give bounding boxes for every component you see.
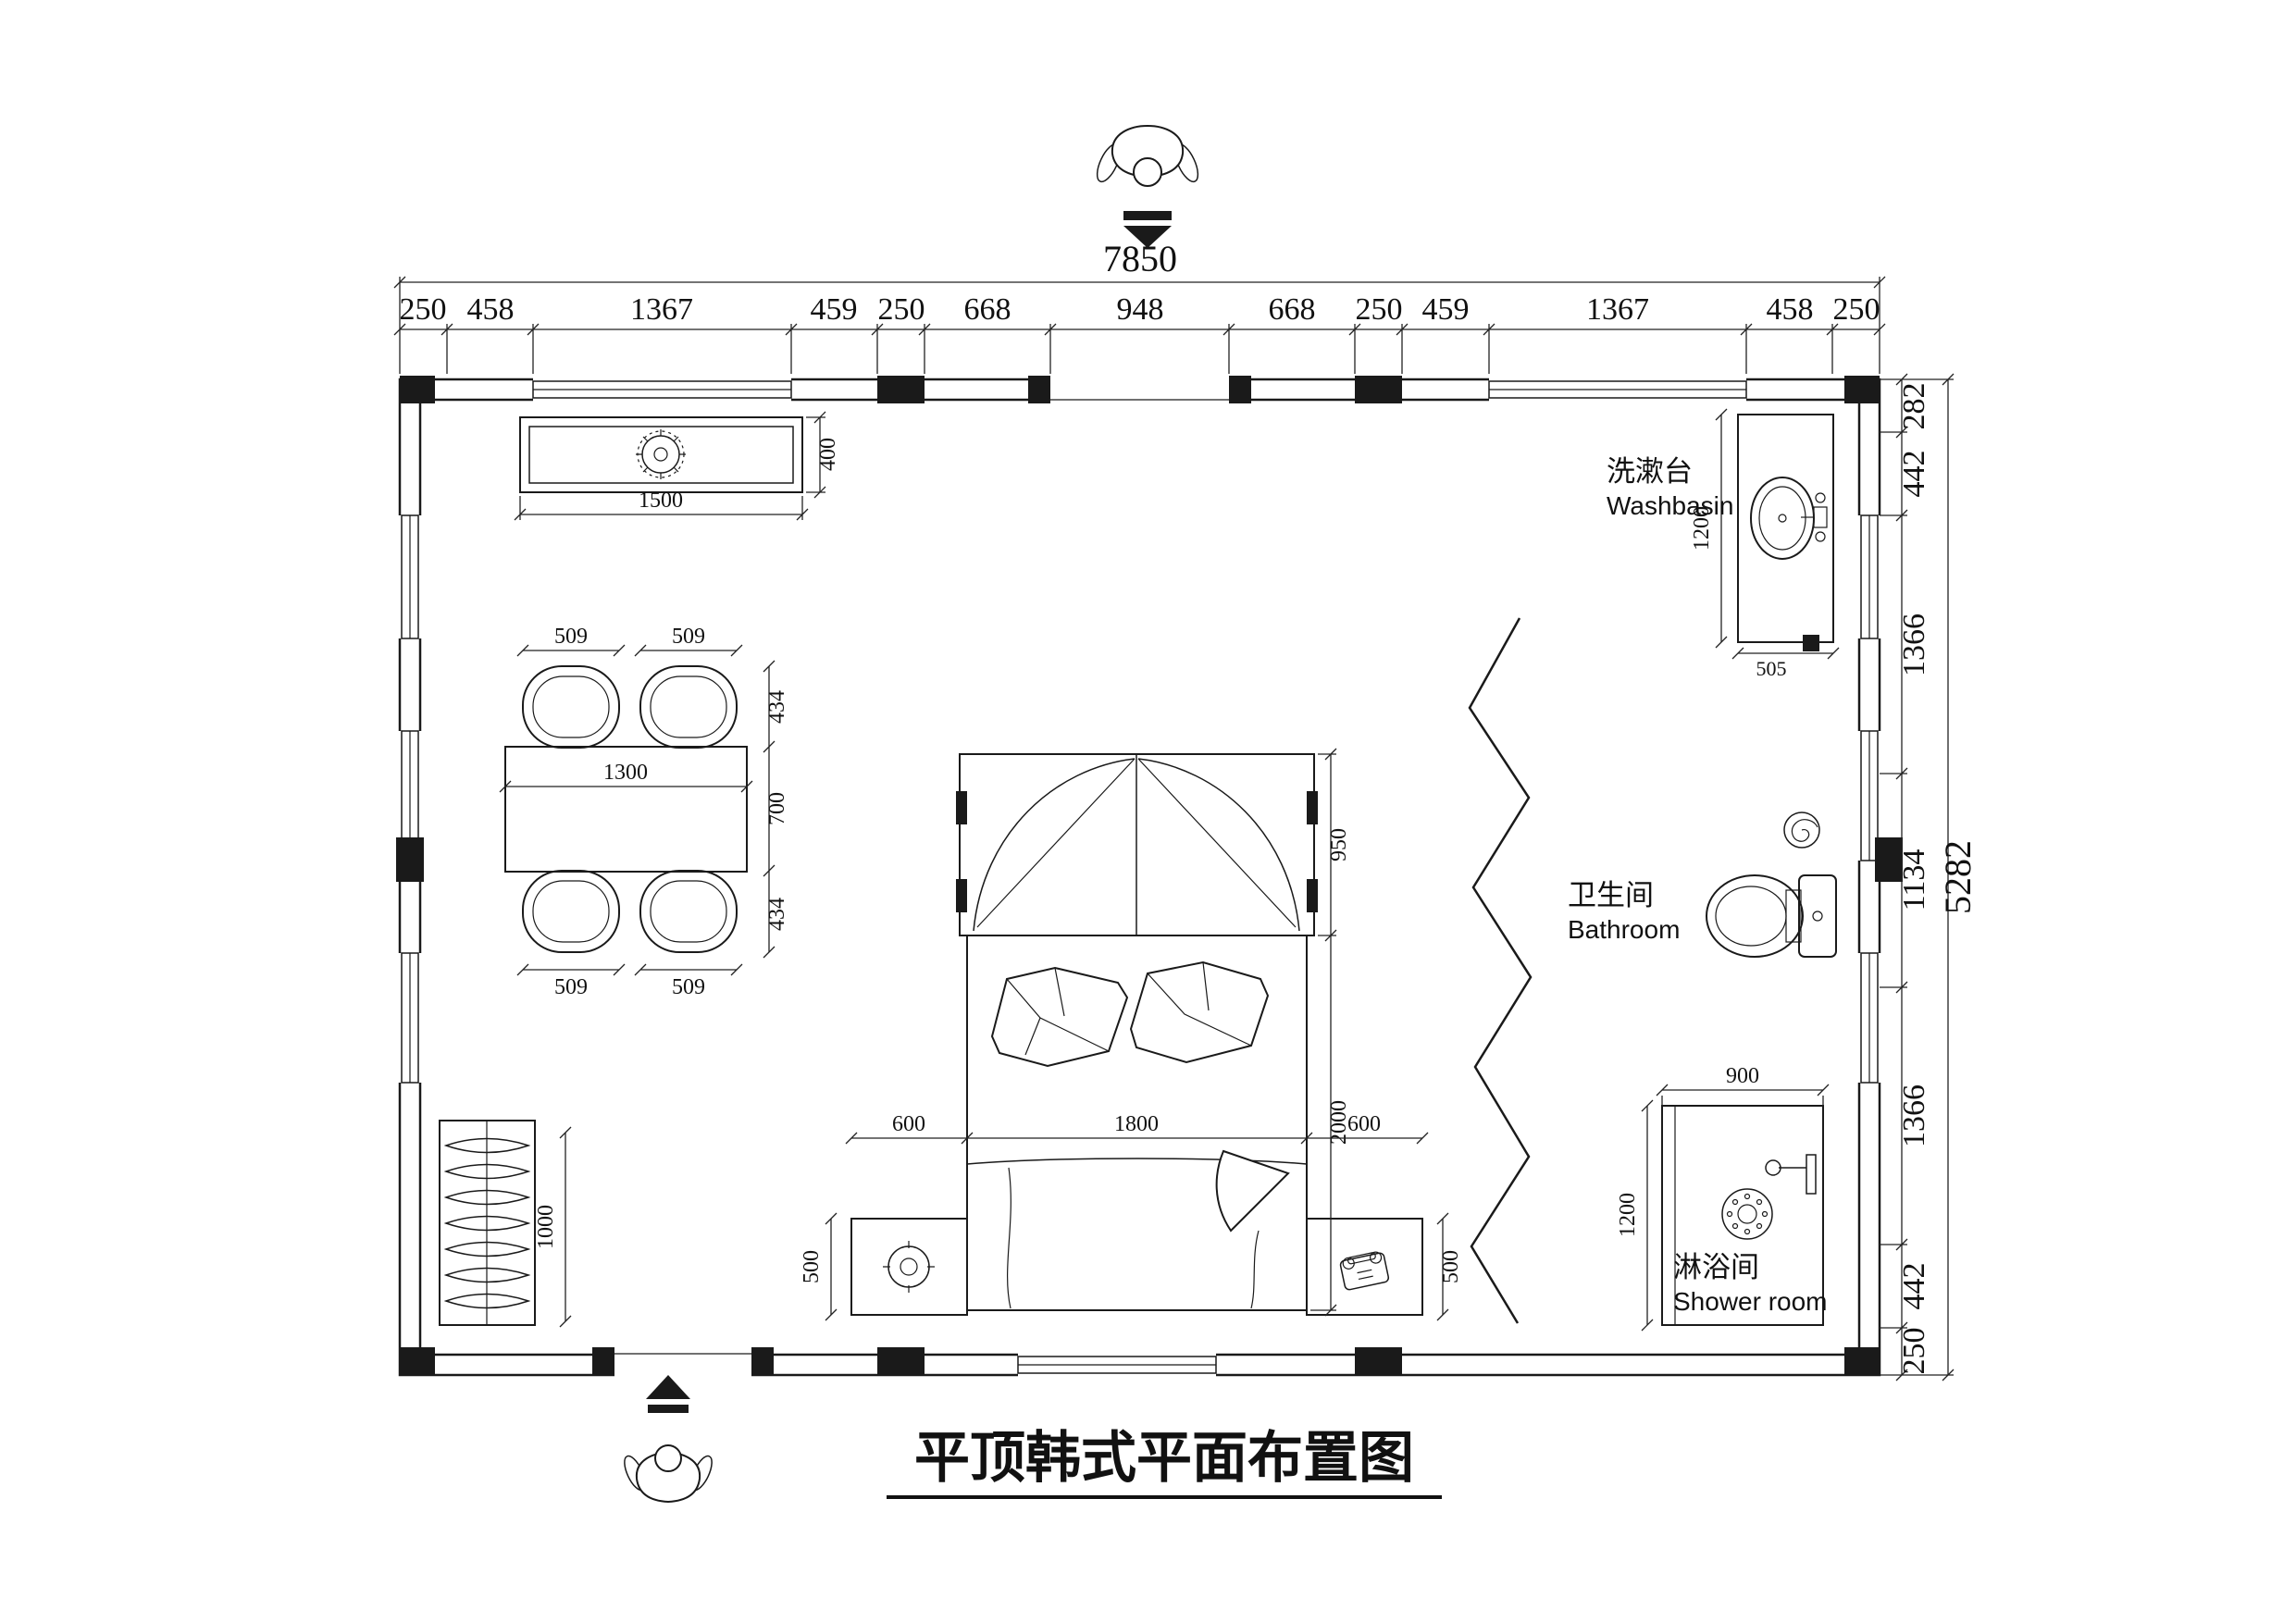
dining-chair <box>639 870 738 953</box>
dim-top-seg-4: 250 <box>878 292 925 327</box>
dim-nightstand-depth: 500 <box>1439 1250 1463 1283</box>
dim-right-seg-2: 1366 <box>1897 613 1931 676</box>
dim-canopy-depth: 950 <box>1327 828 1351 861</box>
plan-title: 平顶韩式平面布置图 <box>887 1426 1442 1499</box>
washbasin-counter <box>1737 414 1834 643</box>
dim-nightstand-width: 600 <box>892 1112 925 1136</box>
dining-table <box>504 746 748 873</box>
dim-ceiling-lamp-depth: 400 <box>816 438 840 471</box>
dim-right-seg-0: 282 <box>1897 383 1931 430</box>
dining-chair <box>522 870 620 953</box>
entry-arrow-bottom <box>646 1375 690 1413</box>
dim-nightstand-depth: 500 <box>800 1250 824 1283</box>
dim-top-seg-5: 668 <box>964 292 1011 327</box>
faucet <box>1801 492 1828 542</box>
dim-top-seg-3: 459 <box>811 292 858 327</box>
dim-washbasin-depth: 1200 <box>1690 506 1714 551</box>
title-text: 平顶韩式平面布置图 <box>914 1426 1414 1491</box>
dim-top-seg-8: 250 <box>1356 292 1403 327</box>
washbasin-area: 1200 505 洗漱台 Washbasin <box>1607 408 1840 680</box>
dim-right-seg-5: 442 <box>1897 1263 1931 1310</box>
floor-drain-spiral <box>1783 812 1820 849</box>
opening-cover <box>1050 373 1229 406</box>
shower-label-en: Shower room <box>1673 1287 1828 1316</box>
toilet <box>1706 874 1837 958</box>
washbasin-label-cn: 洗漱台 <box>1607 455 1693 489</box>
floor-drain-square <box>1803 635 1819 651</box>
pillow <box>1129 960 1270 1064</box>
dim-top-seg-1: 458 <box>467 292 515 327</box>
dim-shower-depth: 1200 <box>1616 1193 1640 1237</box>
windows-right-wall <box>1860 514 1879 1084</box>
dining-chair <box>522 665 620 749</box>
dim-chair-depth: 434 <box>765 898 789 931</box>
dim-right-seg-1: 442 <box>1897 451 1931 498</box>
shower-room: 900 1200 淋浴间 Shower room <box>1616 1064 1830 1332</box>
bathroom-label-en: Bathroom <box>1568 915 1680 944</box>
dim-table-depth: 700 <box>765 792 789 825</box>
dim-top-seg-7: 668 <box>1269 292 1316 327</box>
dim-table-width: 1300 <box>603 761 648 785</box>
windows-left-wall <box>401 514 419 1084</box>
shower-label-cn: 淋浴间 <box>1673 1251 1759 1284</box>
person-head <box>1133 157 1162 187</box>
dim-wardrobe-length: 1000 <box>534 1205 558 1249</box>
shower-head <box>1765 1154 1817 1195</box>
dim-chair-depth: 434 <box>765 690 789 724</box>
right-dimension-chain: 282 442 1366 1134 1366 442 250 5282 <box>1880 373 1979 1381</box>
dim-top-seg-9: 459 <box>1422 292 1470 327</box>
zigzag-partition <box>1468 617 1533 1324</box>
washbasin-label-en: Washbasin <box>1607 491 1733 520</box>
person-top <box>1096 124 1199 187</box>
dim-top-total: 7850 <box>1103 238 1177 279</box>
dim-right-seg-6: 250 <box>1897 1328 1931 1375</box>
dim-shower-width: 900 <box>1726 1064 1759 1088</box>
dim-right-seg-4: 1366 <box>1897 1084 1931 1147</box>
dim-right-total: 5282 <box>1937 840 1979 914</box>
walls <box>393 373 1903 1381</box>
window-bottom <box>1017 1356 1217 1374</box>
dim-washbasin-width: 505 <box>1756 657 1787 680</box>
bed-group: 950 2000 600 1800 600 500 500 <box>800 748 1463 1321</box>
dim-top-seg-10: 1367 <box>1586 292 1649 327</box>
dim-top-seg-6: 948 <box>1117 292 1164 327</box>
person-bottom <box>624 1444 713 1504</box>
outer-wall <box>398 378 1881 1377</box>
dim-chair-width: 509 <box>554 625 588 649</box>
window-top-right <box>1488 380 1747 399</box>
pillow <box>990 966 1129 1068</box>
dim-chair-width: 509 <box>672 975 705 999</box>
blanket <box>966 1149 1308 1309</box>
dim-chair-width: 509 <box>554 975 588 999</box>
dim-ceiling-lamp-width: 1500 <box>639 489 683 513</box>
shower-drain <box>1721 1188 1773 1240</box>
bathroom-label-cn: 卫生间 <box>1568 879 1654 912</box>
window-top-left <box>532 380 792 399</box>
dim-bed-length: 2000 <box>1327 1100 1351 1145</box>
wardrobe-rack: 1000 <box>439 1120 572 1328</box>
dining-chair <box>639 665 738 749</box>
dim-top-seg-12: 250 <box>1833 292 1880 327</box>
dim-right-seg-3: 1134 <box>1897 849 1931 911</box>
person-head <box>654 1444 682 1472</box>
dim-top-seg-2: 1367 <box>630 292 693 327</box>
dim-bed-width: 1800 <box>1114 1112 1159 1136</box>
entry-arrow-top <box>1123 211 1172 248</box>
ceiling-lamp: 1500 400 <box>514 411 840 521</box>
dim-nightstand-width: 600 <box>1347 1112 1381 1136</box>
basin <box>1750 477 1815 560</box>
columns <box>396 376 1903 1375</box>
dining-set: 509 509 509 509 1300 434 700 434 <box>499 625 789 999</box>
dim-top-seg-11: 458 <box>1767 292 1814 327</box>
dim-chair-width: 509 <box>672 625 705 649</box>
inner-wall <box>418 398 1861 1357</box>
dim-top-seg-0: 250 <box>400 292 447 327</box>
telephone <box>1339 1251 1390 1291</box>
top-dimension-chain: 7850 250 458 1367 459 250 668 948 668 25… <box>393 238 1886 374</box>
nightstand-right <box>1306 1218 1423 1316</box>
bed-outline <box>966 935 1308 1311</box>
table-lamp <box>887 1245 930 1288</box>
nightstand-left <box>850 1218 968 1316</box>
